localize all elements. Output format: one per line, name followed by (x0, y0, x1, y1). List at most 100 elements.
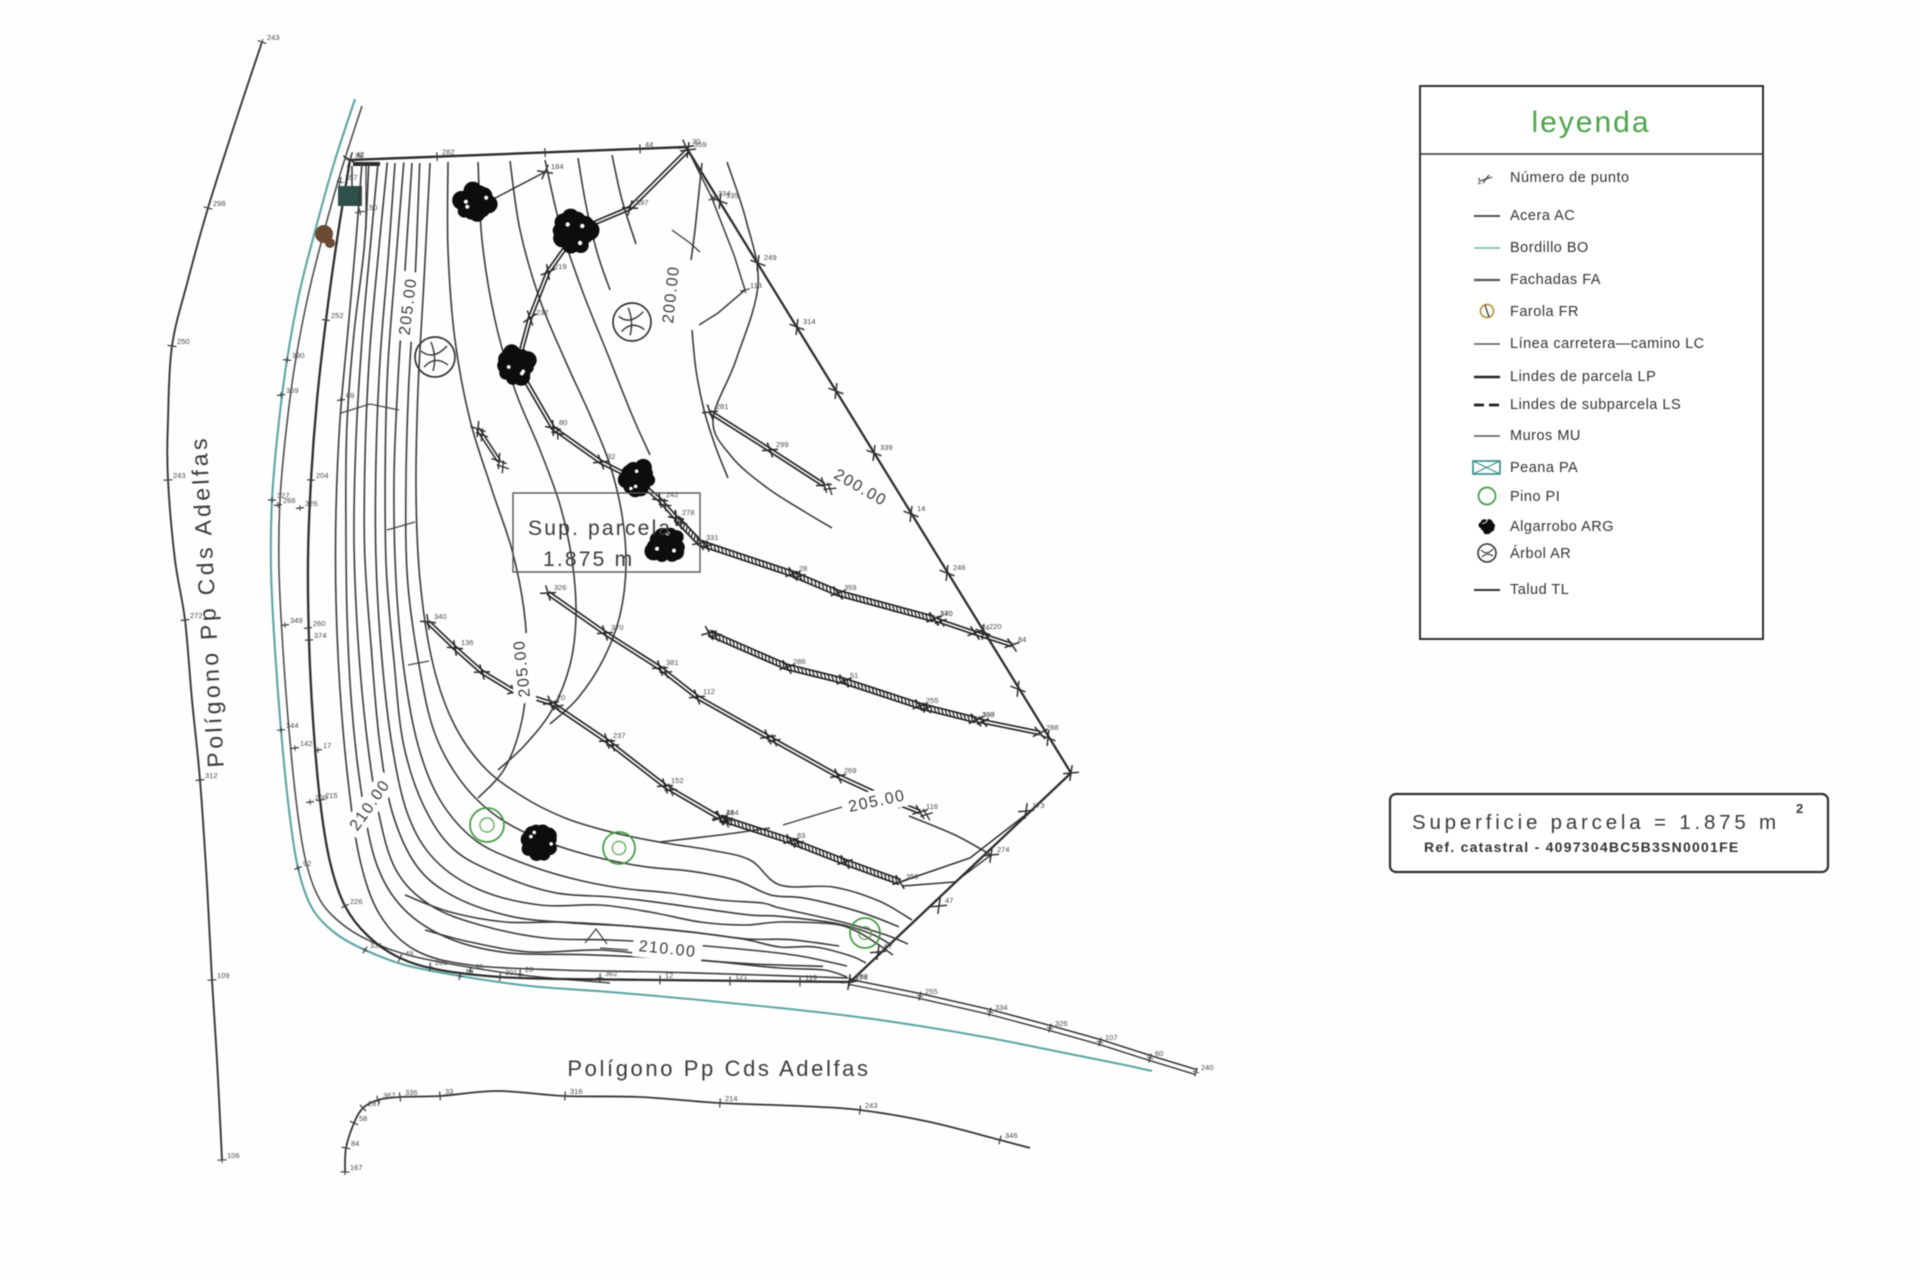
svg-text:12: 12 (665, 971, 673, 980)
svg-text:219: 219 (554, 262, 567, 271)
svg-text:136: 136 (461, 638, 474, 647)
svg-text:83: 83 (797, 831, 805, 840)
svg-text:369: 369 (286, 386, 299, 395)
svg-text:160: 160 (855, 972, 868, 981)
svg-text:210.00: 210.00 (638, 938, 697, 961)
svg-text:316: 316 (570, 1087, 583, 1096)
svg-text:349: 349 (290, 616, 303, 625)
svg-text:106: 106 (227, 1151, 240, 1160)
svg-text:Número de punto: Número de punto (1510, 170, 1630, 186)
svg-text:334: 334 (995, 1003, 1008, 1012)
svg-text:326: 326 (554, 583, 567, 592)
svg-text:282: 282 (442, 148, 455, 157)
svg-text:1.875 m: 1.875 m (543, 548, 634, 571)
svg-text:359: 359 (844, 583, 857, 592)
svg-text:359: 359 (906, 872, 919, 881)
svg-text:340: 340 (940, 609, 953, 618)
svg-text:84: 84 (1018, 635, 1026, 644)
svg-text:390: 390 (292, 351, 305, 360)
svg-text:142: 142 (300, 739, 313, 748)
svg-text:331: 331 (706, 533, 719, 542)
svg-text:312: 312 (205, 771, 218, 780)
svg-text:Acera AC: Acera AC (1510, 208, 1575, 224)
svg-text:269: 269 (844, 766, 857, 775)
svg-text:Árbol AR: Árbol AR (1510, 545, 1571, 562)
svg-text:80: 80 (559, 418, 567, 427)
svg-text:Línea carretera—camino LC: Línea carretera—camino LC (1510, 336, 1705, 352)
svg-text:Lindes de subparcela LS: Lindes de subparcela LS (1510, 397, 1681, 413)
svg-text:170: 170 (940, 609, 953, 618)
svg-text:220: 220 (989, 622, 1002, 631)
svg-text:250: 250 (177, 337, 190, 346)
svg-text:243: 243 (173, 471, 186, 480)
svg-text:28: 28 (799, 564, 807, 573)
svg-text:49: 49 (405, 949, 413, 958)
svg-text:214: 214 (725, 1094, 738, 1103)
svg-text:274: 274 (855, 973, 868, 982)
svg-text:42: 42 (356, 150, 364, 159)
svg-text:344: 344 (286, 721, 299, 730)
svg-text:167: 167 (350, 1163, 363, 1172)
svg-text:107: 107 (1105, 1033, 1118, 1042)
svg-text:240: 240 (1201, 1063, 1214, 1072)
svg-text:346: 346 (1005, 1131, 1018, 1140)
svg-text:243: 243 (865, 1101, 878, 1110)
svg-text:359: 359 (694, 140, 707, 149)
svg-text:44: 44 (726, 808, 734, 817)
svg-text:58: 58 (359, 1114, 367, 1123)
svg-text:Superficie parcela = 1.875: Superficie parcela = 1.875 m (1412, 811, 1780, 834)
svg-text:19: 19 (465, 967, 473, 976)
svg-text:67: 67 (884, 942, 892, 951)
svg-text:340: 340 (434, 612, 447, 621)
svg-text:246: 246 (953, 563, 966, 572)
svg-text:69: 69 (346, 391, 354, 400)
svg-text:150: 150 (365, 203, 378, 212)
svg-text:Ref. catastral - 4097304BC5: Ref. catastral - 4097304BC5B3SN0001FE (1424, 839, 1740, 855)
svg-text:14: 14 (917, 504, 925, 513)
svg-text:112: 112 (703, 687, 715, 696)
svg-text:370: 370 (611, 623, 624, 632)
svg-text:242: 242 (666, 490, 679, 499)
svg-text:Polígono Pp Cds Adelfas: Polígono Pp Cds Adelfas (567, 1056, 870, 1081)
svg-text:288: 288 (1046, 723, 1059, 732)
svg-text:Pino PI: Pino PI (1510, 489, 1560, 505)
svg-text:109: 109 (217, 971, 230, 980)
svg-text:38: 38 (355, 151, 363, 160)
svg-text:200: 200 (315, 793, 328, 802)
svg-text:381: 381 (666, 658, 679, 667)
svg-text:Peana PA: Peana PA (1510, 460, 1578, 476)
svg-text:255: 255 (925, 987, 938, 996)
svg-text:47: 47 (945, 896, 953, 905)
svg-text:215: 215 (325, 791, 338, 800)
svg-text:281: 281 (716, 402, 729, 411)
svg-text:298: 298 (213, 199, 226, 208)
svg-text:116: 116 (926, 802, 938, 811)
svg-text:252: 252 (331, 311, 344, 320)
svg-text:Lindes de parcela LP: Lindes de parcela LP (1510, 369, 1656, 385)
svg-text:24: 24 (981, 623, 989, 632)
svg-text:135: 135 (726, 191, 739, 200)
svg-text:32: 32 (607, 452, 615, 461)
svg-text:Algarrobo ARG: Algarrobo ARG (1510, 519, 1614, 535)
svg-text:287: 287 (368, 1099, 381, 1108)
svg-text:204: 204 (316, 471, 329, 480)
svg-text:397: 397 (636, 198, 649, 207)
svg-text:200.00: 200.00 (660, 265, 683, 324)
svg-text:20: 20 (557, 693, 565, 702)
svg-text:Muros MU: Muros MU (1510, 428, 1581, 444)
svg-text:326: 326 (1055, 1019, 1068, 1028)
svg-text:272: 272 (190, 611, 203, 620)
svg-text:243: 243 (267, 33, 280, 42)
svg-text:33: 33 (445, 1087, 453, 1096)
svg-text:173: 173 (1032, 801, 1045, 810)
svg-text:357: 357 (345, 173, 358, 182)
svg-text:398: 398 (982, 710, 995, 719)
svg-text:232: 232 (536, 308, 549, 317)
svg-text:44: 44 (645, 140, 653, 149)
svg-text:209: 209 (435, 958, 448, 967)
svg-text:274: 274 (997, 845, 1010, 854)
svg-text:Fachadas FA: Fachadas FA (1510, 272, 1601, 288)
svg-text:leyenda: leyenda (1531, 106, 1650, 139)
svg-text:301: 301 (505, 968, 518, 977)
svg-text:331: 331 (370, 941, 383, 950)
